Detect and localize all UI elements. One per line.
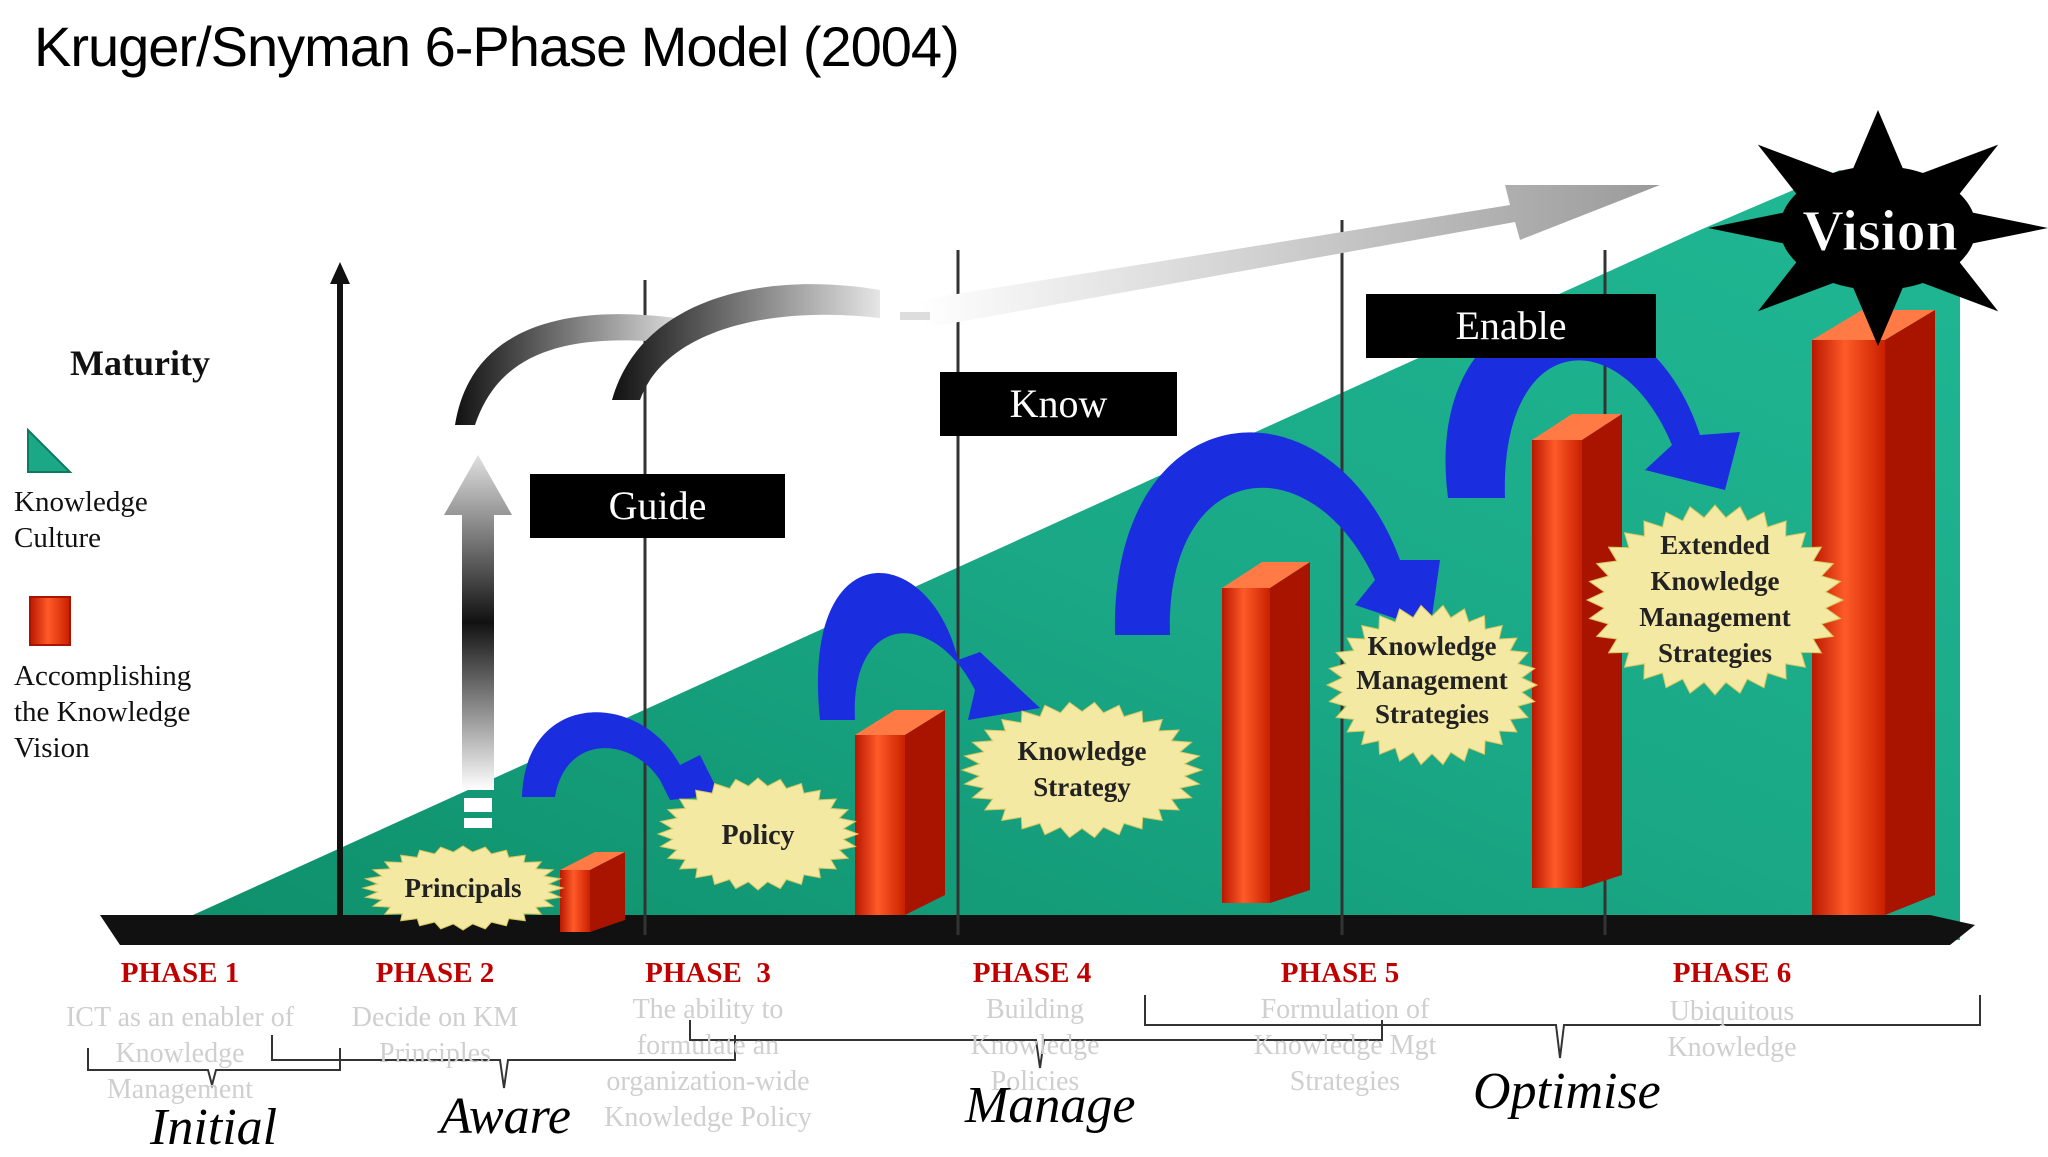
blue-curved-arrow-icon	[1114, 432, 1440, 635]
burst-extended: Extended Knowledge Management Strategies	[1585, 504, 1845, 696]
vertical-arrow-icon	[444, 455, 512, 790]
vision-bar	[560, 852, 625, 932]
legend-label-knowledge-vision: Accomplishing the Knowledge Vision	[14, 660, 192, 764]
trend-arrow-icon	[920, 185, 1660, 328]
phase-description-3: The ability to formulate an organization…	[604, 994, 812, 1133]
burst-principals: Principals	[361, 845, 565, 931]
svg-text:Management: Management	[1639, 602, 1790, 632]
phase-label-2: PHASE 2	[375, 957, 495, 989]
teal-triangle-icon	[27, 427, 73, 473]
vision-star-icon: Vision	[1708, 110, 2048, 346]
vision-bar	[1532, 414, 1622, 888]
svg-text:Extended: Extended	[1660, 530, 1770, 560]
stage-bracket	[87, 1048, 341, 1089]
stage-bracket	[1144, 995, 1981, 1059]
svg-text:Knowledge: Knowledge	[1367, 631, 1496, 661]
black-arc-arrow-icon	[612, 284, 880, 400]
phase-label-6: PHASE 6	[1672, 957, 1792, 989]
red-bar-icon	[29, 596, 71, 646]
phase-label-1: PHASE 1	[120, 957, 240, 989]
base-platform	[100, 915, 1975, 945]
phase-description-1: ICT as an enabler of Knowledge Managemen…	[65, 1002, 295, 1105]
phase-description-5: Formulation of Knowledge Mgt Strategies	[1253, 994, 1437, 1097]
svg-text:Strategies: Strategies	[1658, 638, 1772, 668]
svg-text:Knowledge: Knowledge	[1017, 736, 1146, 766]
label-enable: Enable	[1366, 294, 1656, 358]
legend-heading: Maturity	[70, 343, 210, 383]
vision-label: Vision	[1802, 198, 1958, 263]
vision-bar	[1222, 562, 1310, 903]
burst-km-strategies: Knowledge Management Strategies	[1325, 604, 1539, 766]
svg-text:Knowledge: Knowledge	[1650, 566, 1779, 596]
stage-initial: Initial	[150, 1099, 278, 1156]
phase-description-4: Building Knowledge Policies	[970, 994, 1100, 1097]
burst-policy: Policy	[656, 777, 860, 891]
burst-knowledge-strategy: Knowledge Strategy	[960, 701, 1204, 839]
vision-bar	[1812, 310, 1935, 915]
page-title: Kruger/Snyman 6-Phase Model (2004)	[34, 15, 960, 78]
phase-label-4: PHASE 4	[972, 957, 1092, 989]
svg-text:Principals: Principals	[404, 873, 521, 903]
axis-arrowhead-icon	[330, 262, 350, 284]
blue-curved-arrow-icon	[522, 712, 720, 800]
stage-bracket	[271, 1035, 736, 1089]
phase-description-2: Decide on KM Principles	[351, 1002, 519, 1069]
svg-text:Strategies: Strategies	[1375, 699, 1489, 729]
stage-manage: Manage	[965, 1077, 1136, 1134]
svg-text:Policy: Policy	[721, 820, 794, 851]
stage-optimise: Optimise	[1473, 1063, 1661, 1120]
stage-bracket	[689, 1020, 1383, 1069]
black-arc-arrow-icon	[455, 314, 690, 425]
phase-description-6: Ubiquitous Knowledge	[1667, 996, 1797, 1063]
blue-curved-arrow-icon	[817, 572, 1040, 720]
legend-label-knowledge-culture: Knowledge Culture	[14, 486, 148, 554]
svg-text:Management: Management	[1356, 665, 1507, 695]
phase-label-5: PHASE 5	[1280, 957, 1400, 989]
svg-text:Strategy: Strategy	[1033, 772, 1131, 802]
vision-bar	[855, 710, 945, 915]
label-know: Know	[940, 372, 1177, 436]
phase-label-3: PHASE 3	[645, 957, 771, 989]
stage-aware: Aware	[440, 1088, 571, 1145]
label-guide: Guide	[530, 474, 785, 538]
blue-curved-arrow-icon	[1445, 313, 1740, 498]
